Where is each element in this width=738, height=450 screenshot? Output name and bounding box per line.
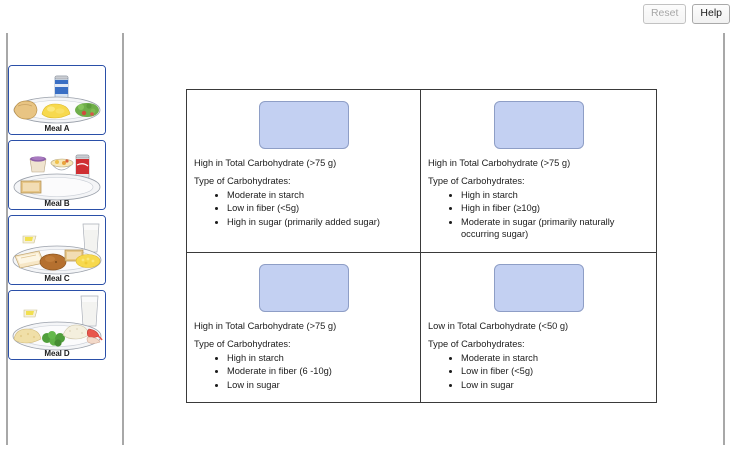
dropzone-bottom-left[interactable] [259, 264, 349, 312]
list-item: High in sugar (primarily added sugar) [215, 216, 414, 228]
cell-subheading: Type of Carbohydrates: [428, 338, 525, 349]
cell-subheading: Type of Carbohydrates: [194, 175, 291, 186]
list-item: Low in fiber (<5g) [215, 202, 414, 214]
meal-tile-b[interactable]: Meal B [8, 140, 106, 210]
matrix-cell-top-left: High in Total Carbohydrate (>75 g) Type … [187, 90, 421, 253]
dropzone-top-left[interactable] [259, 101, 349, 149]
cell-heading: High in Total Carbohydrate (>75 g) [194, 321, 337, 331]
list-item: Low in sugar [449, 379, 650, 391]
cell-bullet-list: High in starch Moderate in fiber (6 -10g… [194, 352, 414, 391]
list-item: High in starch [449, 189, 650, 201]
dropzone-top-right[interactable] [494, 101, 584, 149]
list-item: Moderate in fiber (6 -10g) [215, 365, 414, 377]
cell-bullet-list: High in starch High in fiber (≥10g) Mode… [428, 189, 650, 240]
list-item: Low in sugar [215, 379, 414, 391]
list-item: High in fiber (≥10g) [449, 202, 650, 214]
meal-a-image [9, 66, 105, 134]
list-item: Moderate in starch [215, 189, 414, 201]
meal-b-image [9, 141, 105, 209]
meal-tile-c[interactable]: Meal C [8, 215, 106, 285]
page-frame [6, 33, 725, 445]
cell-bullet-list: Moderate in starch Low in fiber (<5g) Hi… [194, 189, 414, 228]
reset-button[interactable]: Reset [642, 4, 687, 24]
meal-tile-d[interactable]: Meal D [8, 290, 106, 360]
matrix-cell-bottom-right: Low in Total Carbohydrate (<50 g) Type o… [421, 253, 656, 402]
cell-subheading: Type of Carbohydrates: [428, 175, 525, 186]
cell-heading: High in Total Carbohydrate (>75 g) [194, 158, 337, 168]
meal-tile-a[interactable]: Meal A [8, 65, 106, 135]
matrix-cell-bottom-left: High in Total Carbohydrate (>75 g) Type … [187, 253, 421, 402]
help-button[interactable]: Help [692, 4, 730, 24]
frame-divider [122, 33, 124, 445]
list-item: Low in fiber (<5g) [449, 365, 650, 377]
meal-d-image [9, 291, 105, 359]
list-item: Moderate in starch [449, 352, 650, 364]
toolbar: Reset Help [642, 0, 730, 28]
cell-bullet-list: Moderate in starch Low in fiber (<5g) Lo… [428, 352, 650, 391]
dropzone-bottom-right[interactable] [494, 264, 584, 312]
cell-heading: High in Total Carbohydrate (>75 g) [428, 158, 571, 168]
meal-palette: Meal A [8, 65, 108, 365]
cell-subheading: Type of Carbohydrates: [194, 338, 291, 349]
cell-heading: Low in Total Carbohydrate (<50 g) [428, 321, 569, 331]
matrix-cell-top-right: High in Total Carbohydrate (>75 g) Type … [421, 90, 656, 253]
classification-matrix: High in Total Carbohydrate (>75 g) Type … [186, 89, 657, 403]
list-item: High in starch [215, 352, 414, 364]
list-item: Moderate in sugar (primarily naturally o… [449, 216, 650, 241]
meal-c-image [9, 216, 105, 284]
